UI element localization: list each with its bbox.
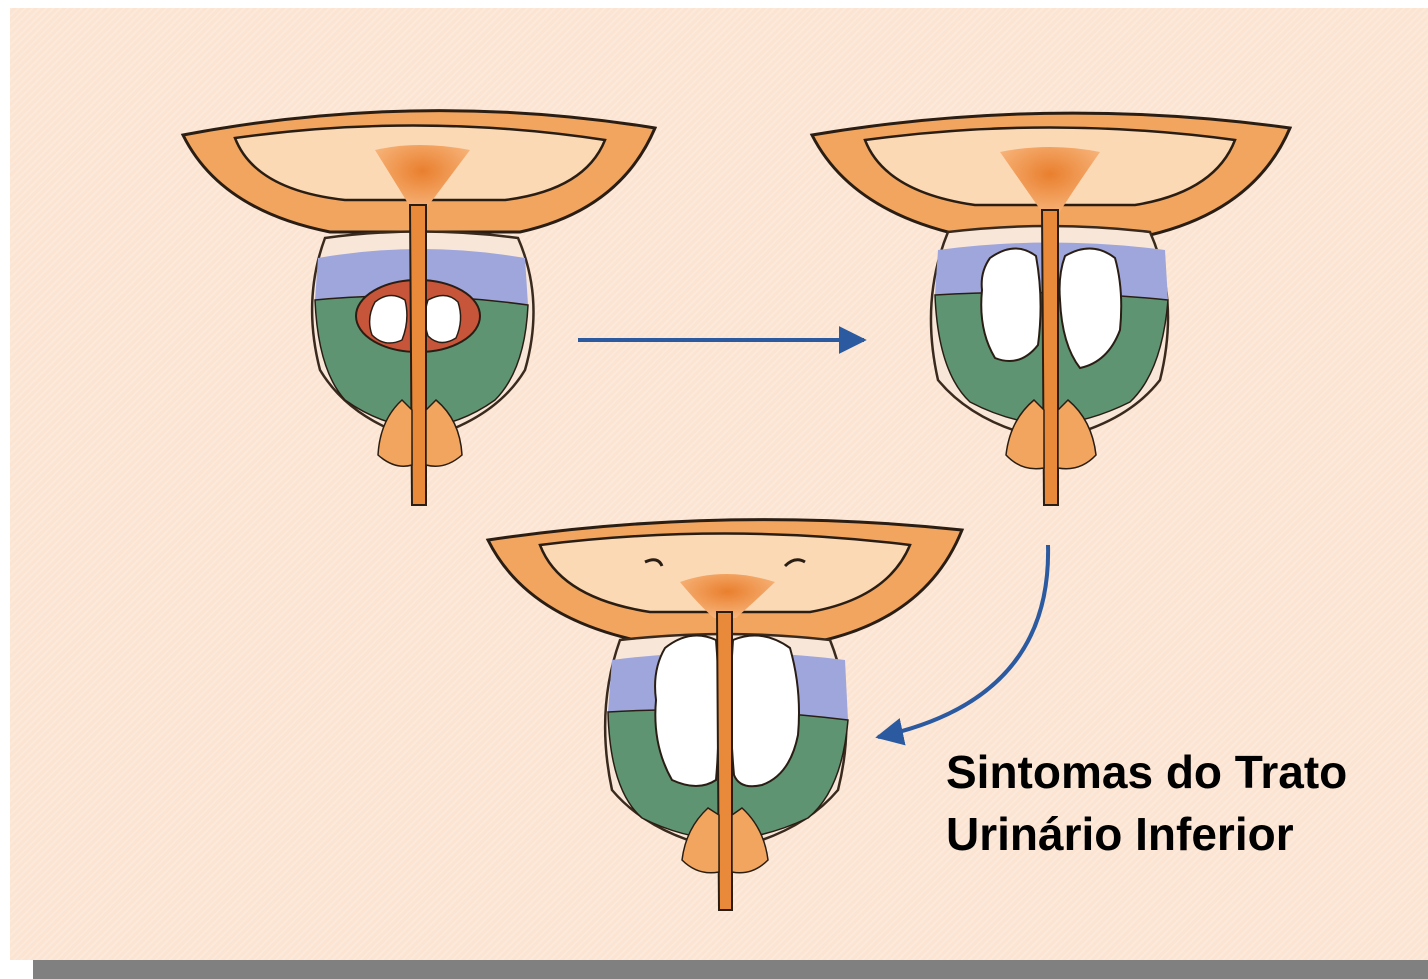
footer-bar [33,960,1428,979]
caption-line-2: Urinário Inferior [946,803,1347,865]
diagram-canvas: Sintomas do Trato Urinário Inferior [10,8,1428,960]
caption-line-1: Sintomas do Trato [946,741,1347,803]
prostate-stage-2 [812,113,1290,505]
prostate-stage-3 [488,520,962,910]
prostate-stage-1 [183,111,655,505]
caption-lower-urinary-tract-symptoms: Sintomas do Trato Urinário Inferior [946,741,1347,865]
